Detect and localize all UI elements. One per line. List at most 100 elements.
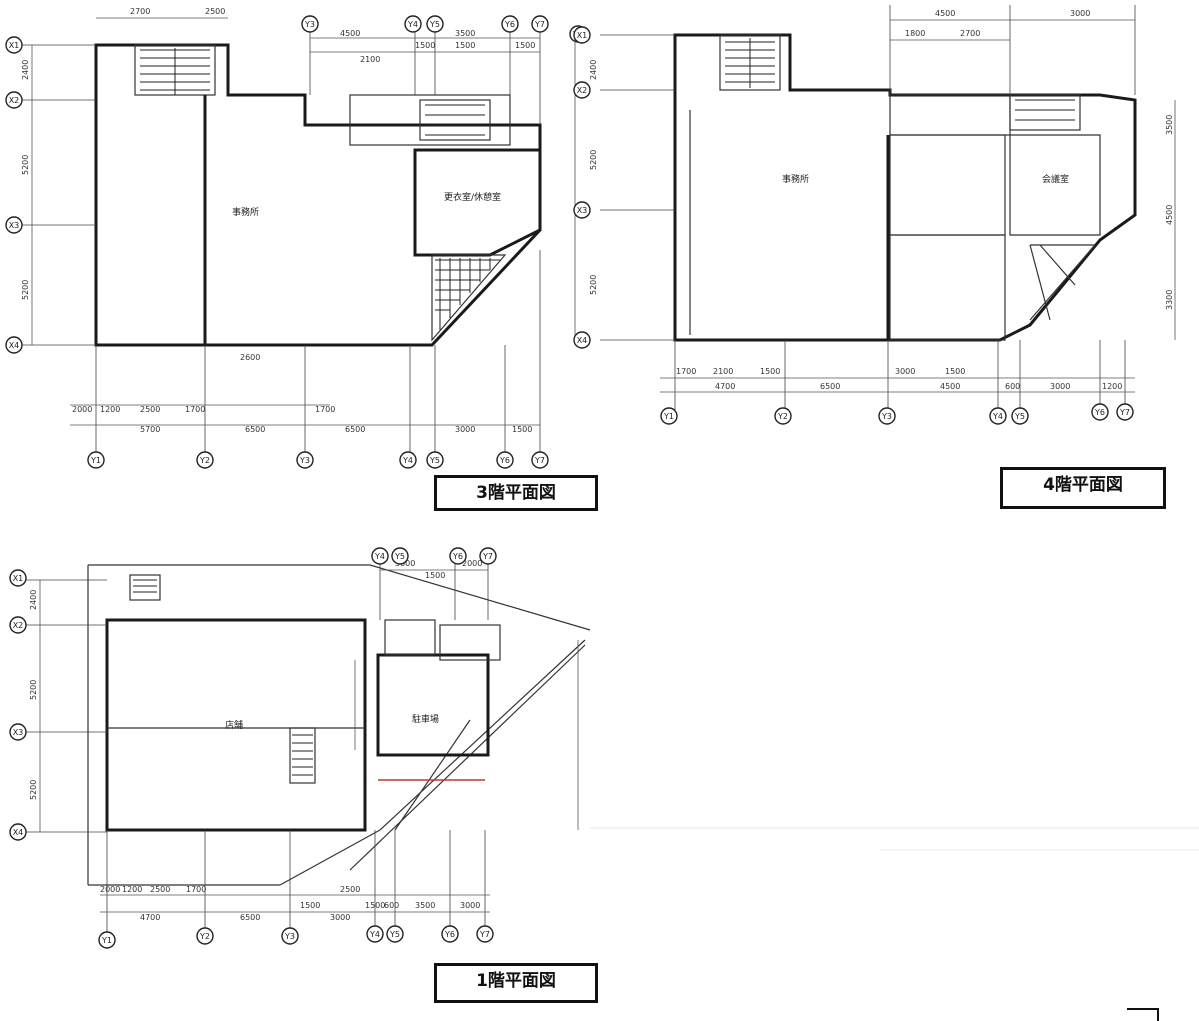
svg-text:3300: 3300 (1165, 290, 1174, 310)
plan-4f-room-main: 事務所 (782, 173, 809, 185)
svg-text:3500: 3500 (415, 901, 435, 910)
svg-text:5200: 5200 (21, 155, 30, 175)
plan-4f-room-right: 会議室 (1042, 173, 1069, 185)
svg-text:Y1: Y1 (663, 412, 674, 421)
svg-text:2500: 2500 (150, 885, 170, 894)
svg-text:3000: 3000 (455, 425, 475, 434)
plan-3f-grid-bottom: Y1 Y2 Y3 Y4 Y5 Y6 Y7 (87, 451, 549, 469)
svg-text:2400: 2400 (589, 60, 598, 80)
svg-text:6500: 6500 (345, 425, 365, 434)
svg-text:Y5: Y5 (394, 552, 405, 561)
plan-3f: 2700 2500 4500 1500 2100 1500 3500 1500 … (5, 7, 587, 469)
plan-3f-room-main: 事務所 (232, 206, 259, 218)
svg-text:Y1: Y1 (101, 936, 112, 945)
svg-text:600: 600 (384, 901, 399, 910)
svg-text:3000: 3000 (330, 913, 350, 922)
svg-text:Y5: Y5 (389, 930, 400, 939)
svg-text:Y6: Y6 (499, 456, 510, 465)
svg-text:3500: 3500 (455, 29, 475, 38)
svg-text:1500: 1500 (512, 425, 532, 434)
plan-4f-stair (719, 34, 781, 91)
svg-text:2500: 2500 (340, 885, 360, 894)
svg-text:Y6: Y6 (444, 930, 455, 939)
svg-text:Y5: Y5 (429, 20, 440, 29)
svg-text:2500: 2500 (205, 7, 225, 16)
svg-text:1500: 1500 (425, 571, 445, 580)
svg-text:Y6: Y6 (452, 552, 463, 561)
svg-text:2400: 2400 (21, 60, 30, 80)
svg-text:X2: X2 (9, 96, 20, 105)
svg-text:6500: 6500 (820, 382, 840, 391)
svg-text:Y3: Y3 (881, 412, 892, 421)
svg-text:2700: 2700 (960, 29, 980, 38)
svg-text:4500: 4500 (1165, 205, 1174, 225)
svg-text:Y7: Y7 (1119, 408, 1130, 417)
svg-text:5200: 5200 (29, 780, 38, 800)
svg-text:2000: 2000 (72, 405, 92, 414)
plan-1f: 3000 1500 2000 2000 1200 2500 1700 4700 … (9, 547, 591, 949)
svg-text:3000: 3000 (395, 559, 415, 568)
svg-text:5200: 5200 (589, 275, 598, 295)
svg-text:2000: 2000 (462, 559, 482, 568)
svg-text:1500: 1500 (415, 41, 435, 50)
svg-text:Y3: Y3 (284, 932, 295, 941)
svg-text:Y6: Y6 (504, 20, 515, 29)
svg-text:1500: 1500 (760, 367, 780, 376)
svg-text:3000: 3000 (895, 367, 915, 376)
svg-text:2700: 2700 (130, 7, 150, 16)
svg-text:2000: 2000 (100, 885, 120, 894)
plan-1f-room-main: 店舗 (225, 719, 243, 731)
svg-text:4500: 4500 (340, 29, 360, 38)
svg-text:X1: X1 (9, 41, 20, 50)
svg-text:1700: 1700 (676, 367, 696, 376)
plan-1f-walls (105, 618, 367, 832)
svg-text:2400: 2400 (29, 590, 38, 610)
plan-4f-grid-bottom: Y1 Y2 Y3 Y4 Y5 Y6 Y7 (660, 403, 1134, 425)
plan-3f-grid-left: X1 X2 X3 X4 (5, 36, 23, 354)
plan-1f-room-right: 駐車場 (412, 713, 439, 725)
svg-text:2500: 2500 (140, 405, 160, 414)
svg-text:Y2: Y2 (199, 932, 210, 941)
svg-text:2100: 2100 (360, 55, 380, 64)
plan-4f: 4500 3000 1800 2700 1700 2100 1500 4700 … (573, 5, 1176, 425)
svg-text:Y3: Y3 (304, 20, 315, 29)
svg-text:3000: 3000 (1050, 382, 1070, 391)
svg-text:1700: 1700 (315, 405, 335, 414)
svg-text:Y7: Y7 (534, 456, 545, 465)
svg-text:1200: 1200 (122, 885, 142, 894)
svg-text:X1: X1 (577, 31, 588, 40)
svg-text:1700: 1700 (185, 405, 205, 414)
svg-text:Y5: Y5 (1014, 412, 1025, 421)
corner-mark (1127, 1008, 1159, 1021)
svg-text:600: 600 (1005, 382, 1020, 391)
svg-text:Y2: Y2 (777, 412, 788, 421)
svg-text:5200: 5200 (589, 150, 598, 170)
plan-3f-right-room (413, 148, 542, 257)
svg-text:Y7: Y7 (482, 552, 493, 561)
svg-text:1700: 1700 (186, 885, 206, 894)
svg-text:4500: 4500 (935, 9, 955, 18)
svg-text:Y1: Y1 (90, 456, 101, 465)
svg-text:Y2: Y2 (199, 456, 210, 465)
plan-3f-title: 3階平面図 (434, 475, 598, 511)
svg-text:X3: X3 (13, 728, 24, 737)
plan-1f-grid-bottom: Y1 Y2 Y3 Y4 Y5 Y6 Y7 (98, 925, 494, 949)
svg-text:Y7: Y7 (534, 20, 545, 29)
svg-text:Y4: Y4 (374, 552, 385, 561)
svg-text:1500: 1500 (515, 41, 535, 50)
svg-text:3000: 3000 (460, 901, 480, 910)
svg-text:X4: X4 (13, 828, 24, 837)
svg-text:4700: 4700 (715, 382, 735, 391)
svg-text:X2: X2 (13, 621, 24, 630)
plan-1f-grid-top: Y4 Y5 Y6 Y7 (371, 547, 497, 565)
svg-text:6500: 6500 (240, 913, 260, 922)
plan-3f-stair-treads (140, 48, 210, 95)
svg-text:5700: 5700 (140, 425, 160, 434)
svg-text:1500: 1500 (300, 901, 320, 910)
svg-text:2100: 2100 (713, 367, 733, 376)
svg-text:X2: X2 (577, 86, 588, 95)
svg-text:Y7: Y7 (479, 930, 490, 939)
svg-text:Y4: Y4 (369, 930, 380, 939)
plan-3f-room-right: 更衣室/休憩室 (444, 191, 501, 203)
